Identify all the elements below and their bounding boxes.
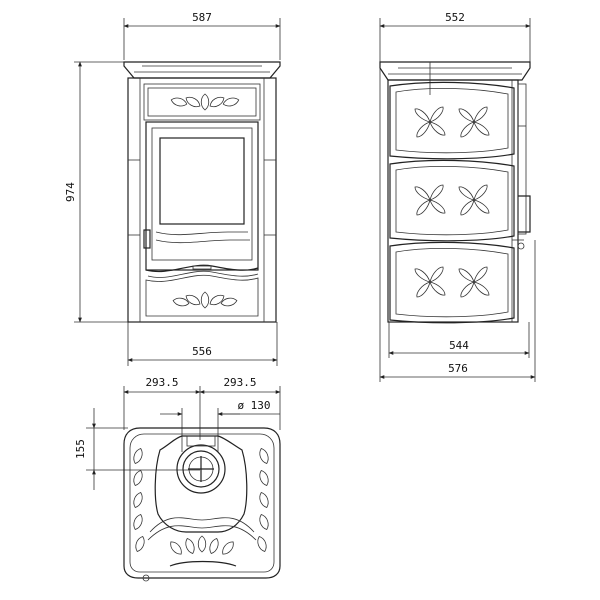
dim-top-flue-offset: 155 — [74, 408, 200, 490]
front-top-width-label: 587 — [192, 11, 212, 24]
side-top-depth-label: 552 — [445, 11, 465, 24]
top-left-leaf-column — [131, 446, 147, 554]
side-tile-3 — [389, 241, 515, 324]
lower-leaf-ornament — [172, 291, 238, 309]
top-view: 293.5 293.5 ø 130 155 — [74, 376, 281, 582]
dim-front-top-width: 587 — [123, 11, 281, 60]
top-stove-body — [123, 427, 281, 582]
top-flue-offset-label: 155 — [74, 439, 87, 459]
side-tile-2 — [389, 159, 515, 242]
flue-opening — [182, 450, 220, 488]
top-bottom-leaf-row — [167, 535, 237, 557]
flue-outer-ring — [176, 444, 226, 494]
side-view: 552 544 576 — [379, 11, 536, 382]
front-view: 587 974 556 — [64, 11, 281, 366]
top-right-offset-label: 293.5 — [223, 376, 256, 389]
side-total-depth-label: 576 — [448, 362, 468, 375]
upper-leaf-ornament — [169, 93, 241, 111]
top-flue-diameter-label: ø 130 — [237, 399, 270, 412]
top-right-leaf-column — [255, 446, 271, 554]
front-stove-body — [123, 61, 281, 323]
dim-top-right-offset: 293.5 — [199, 376, 281, 430]
dim-side-top-depth: 552 — [379, 11, 531, 62]
dim-side-total-depth: 576 — [379, 62, 536, 382]
dim-top-left-offset: 293.5 — [123, 376, 201, 440]
dim-top-flue-diameter: ø 130 — [160, 399, 280, 452]
dim-front-height: 974 — [64, 61, 128, 323]
front-base-width-label: 556 — [192, 345, 212, 358]
side-tile-1 — [389, 81, 515, 160]
dim-side-inner-depth: 544 — [388, 322, 530, 358]
side-stove-body — [379, 61, 531, 324]
side-inner-depth-label: 544 — [449, 339, 469, 352]
dim-front-base-width: 556 — [127, 322, 278, 366]
top-left-offset-label: 293.5 — [145, 376, 178, 389]
front-height-label: 974 — [64, 182, 77, 202]
